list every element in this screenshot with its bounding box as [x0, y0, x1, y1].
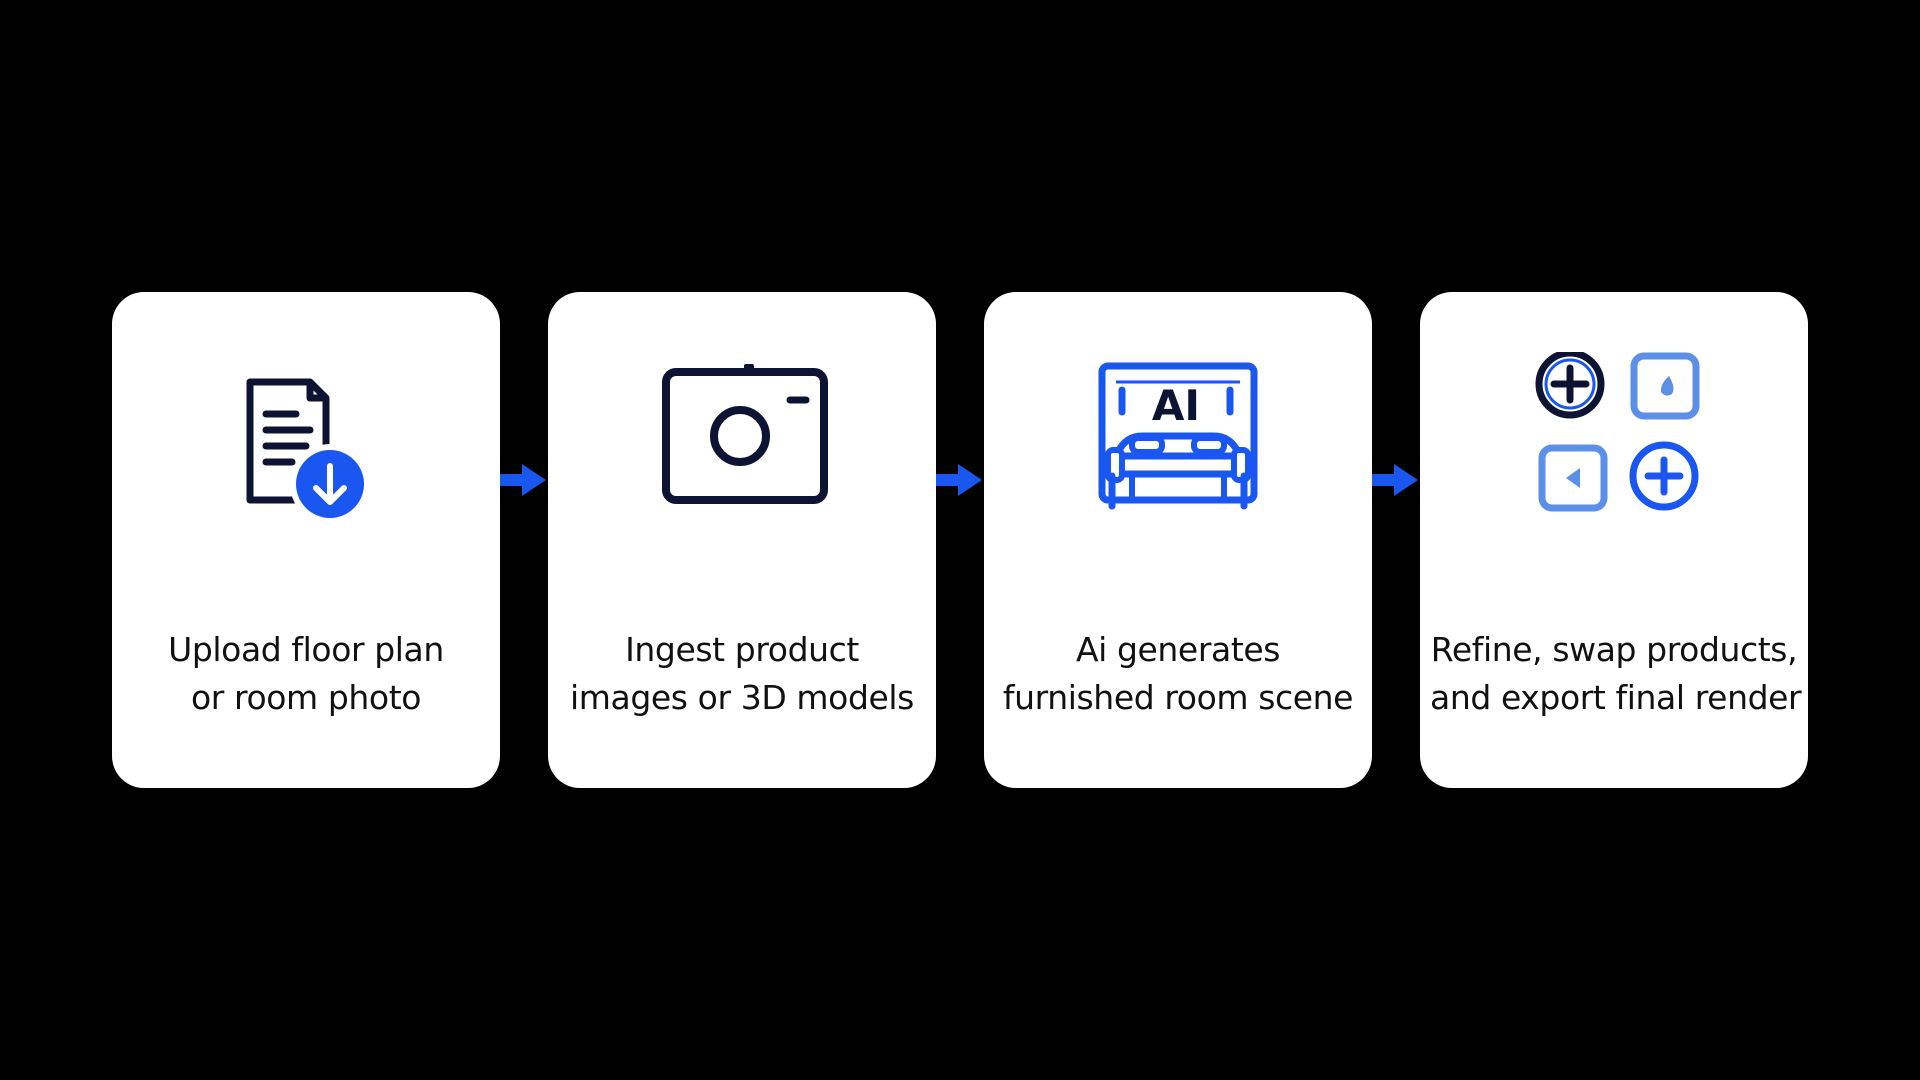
document-download-icon — [112, 352, 500, 552]
camera-icon — [548, 352, 936, 552]
step-label-line: furnished room scene — [1002, 678, 1354, 717]
step-label: Ai generates furnished room scene — [994, 626, 1362, 722]
ai-label: AI — [1152, 381, 1200, 430]
step-card-upload: Upload floor plan or room photo — [112, 292, 500, 788]
step-label-line: or room photo — [190, 678, 422, 717]
step-card-refine-export: Refine, swap products, and export final … — [1420, 292, 1808, 788]
step-label: Ingest product images or 3D models — [558, 626, 926, 722]
step-label: Upload floor plan or room photo — [122, 626, 490, 722]
step-label-line: and export final render — [1430, 678, 1802, 717]
step-label: Refine, swap products, and export final … — [1430, 626, 1802, 722]
step-card-ai-generate: AI Ai generates furnished room scene — [984, 292, 1372, 788]
step-label-line: Upload floor plan — [168, 630, 444, 669]
step-card-ingest: Ingest product images or 3D models — [548, 292, 936, 788]
arrow-right-icon — [500, 464, 546, 496]
arrow-right-icon — [936, 464, 982, 496]
step-label-line: Refine, swap products, — [1430, 630, 1798, 669]
step-label-line: images or 3D models — [570, 678, 914, 717]
edit-grid-icon — [1420, 352, 1808, 552]
ai-bed-icon: AI — [984, 352, 1372, 552]
step-label-line: Ingest product — [625, 630, 859, 669]
step-label-line: Ai generates — [1075, 630, 1281, 669]
arrow-right-icon — [1372, 464, 1418, 496]
